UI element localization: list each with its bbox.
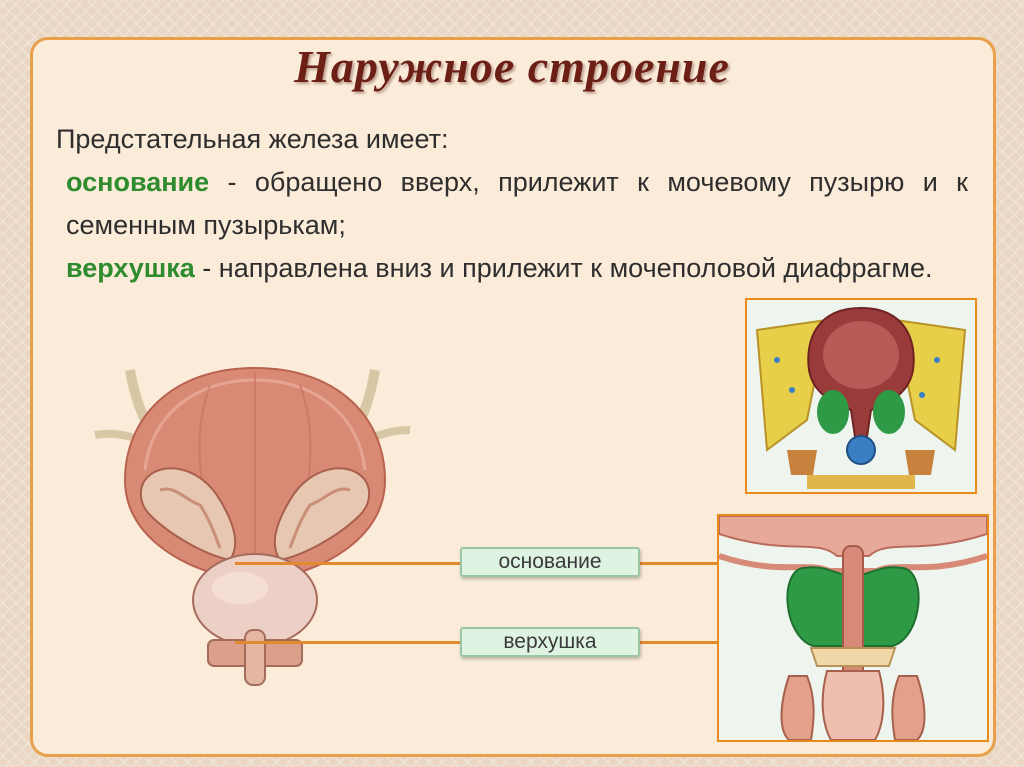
coronal-section-drawing	[719, 516, 987, 740]
bladder-prostate-illustration	[94, 366, 411, 686]
base-term: основание	[66, 167, 210, 197]
base-label: основание	[460, 547, 640, 577]
pelvic-section-image	[745, 298, 977, 494]
pelvic-section-drawing	[747, 300, 975, 492]
base-description: - обращено вверх, прилежит к мочевому пу…	[66, 167, 968, 240]
coronal-section-image	[717, 514, 989, 742]
description-text: Предстательная железа имеет: основание -…	[56, 118, 968, 290]
base-paragraph: основание - обращено вверх, прилежит к м…	[56, 161, 968, 247]
slide-title: Наружное строение	[294, 41, 730, 92]
apex-term: верхушка	[66, 253, 195, 283]
apex-description: - направлена вниз и прилежит к мочеполов…	[194, 253, 933, 283]
intro-line: Предстательная железа имеет:	[56, 124, 449, 154]
apex-paragraph: верхушка - направлена вниз и прилежит к …	[56, 247, 968, 290]
apex-label: верхушка	[460, 627, 640, 657]
